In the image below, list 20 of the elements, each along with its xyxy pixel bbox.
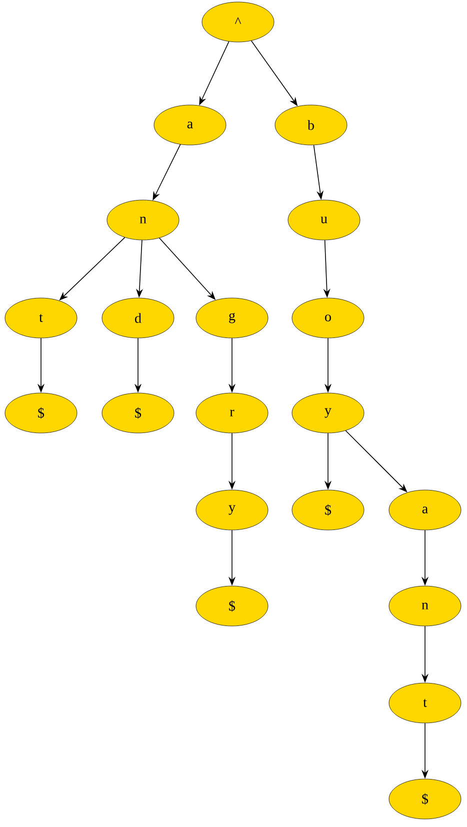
tree-node: $ bbox=[4, 392, 78, 434]
tree-node: o bbox=[292, 298, 364, 338]
tree-node: t bbox=[4, 298, 78, 338]
tree-node: n bbox=[106, 200, 180, 240]
tree-node: $ bbox=[196, 586, 268, 626]
tree-node: b bbox=[274, 104, 348, 146]
tree-node: u bbox=[288, 200, 360, 240]
tree-node: d bbox=[102, 298, 174, 338]
tree-node: a bbox=[388, 490, 462, 530]
tree-node: ^ bbox=[202, 2, 274, 42]
tree-node: $ bbox=[388, 778, 462, 820]
tree-node: y bbox=[196, 490, 268, 530]
tree-node: g bbox=[196, 298, 268, 338]
tree-node: $ bbox=[102, 392, 174, 434]
tree-node: r bbox=[196, 392, 268, 434]
tree-node: $ bbox=[292, 490, 364, 530]
tree-node: n bbox=[388, 586, 462, 626]
tree-node: t bbox=[388, 682, 462, 724]
tree-node: a bbox=[154, 104, 226, 146]
tree-node: y bbox=[292, 392, 364, 434]
